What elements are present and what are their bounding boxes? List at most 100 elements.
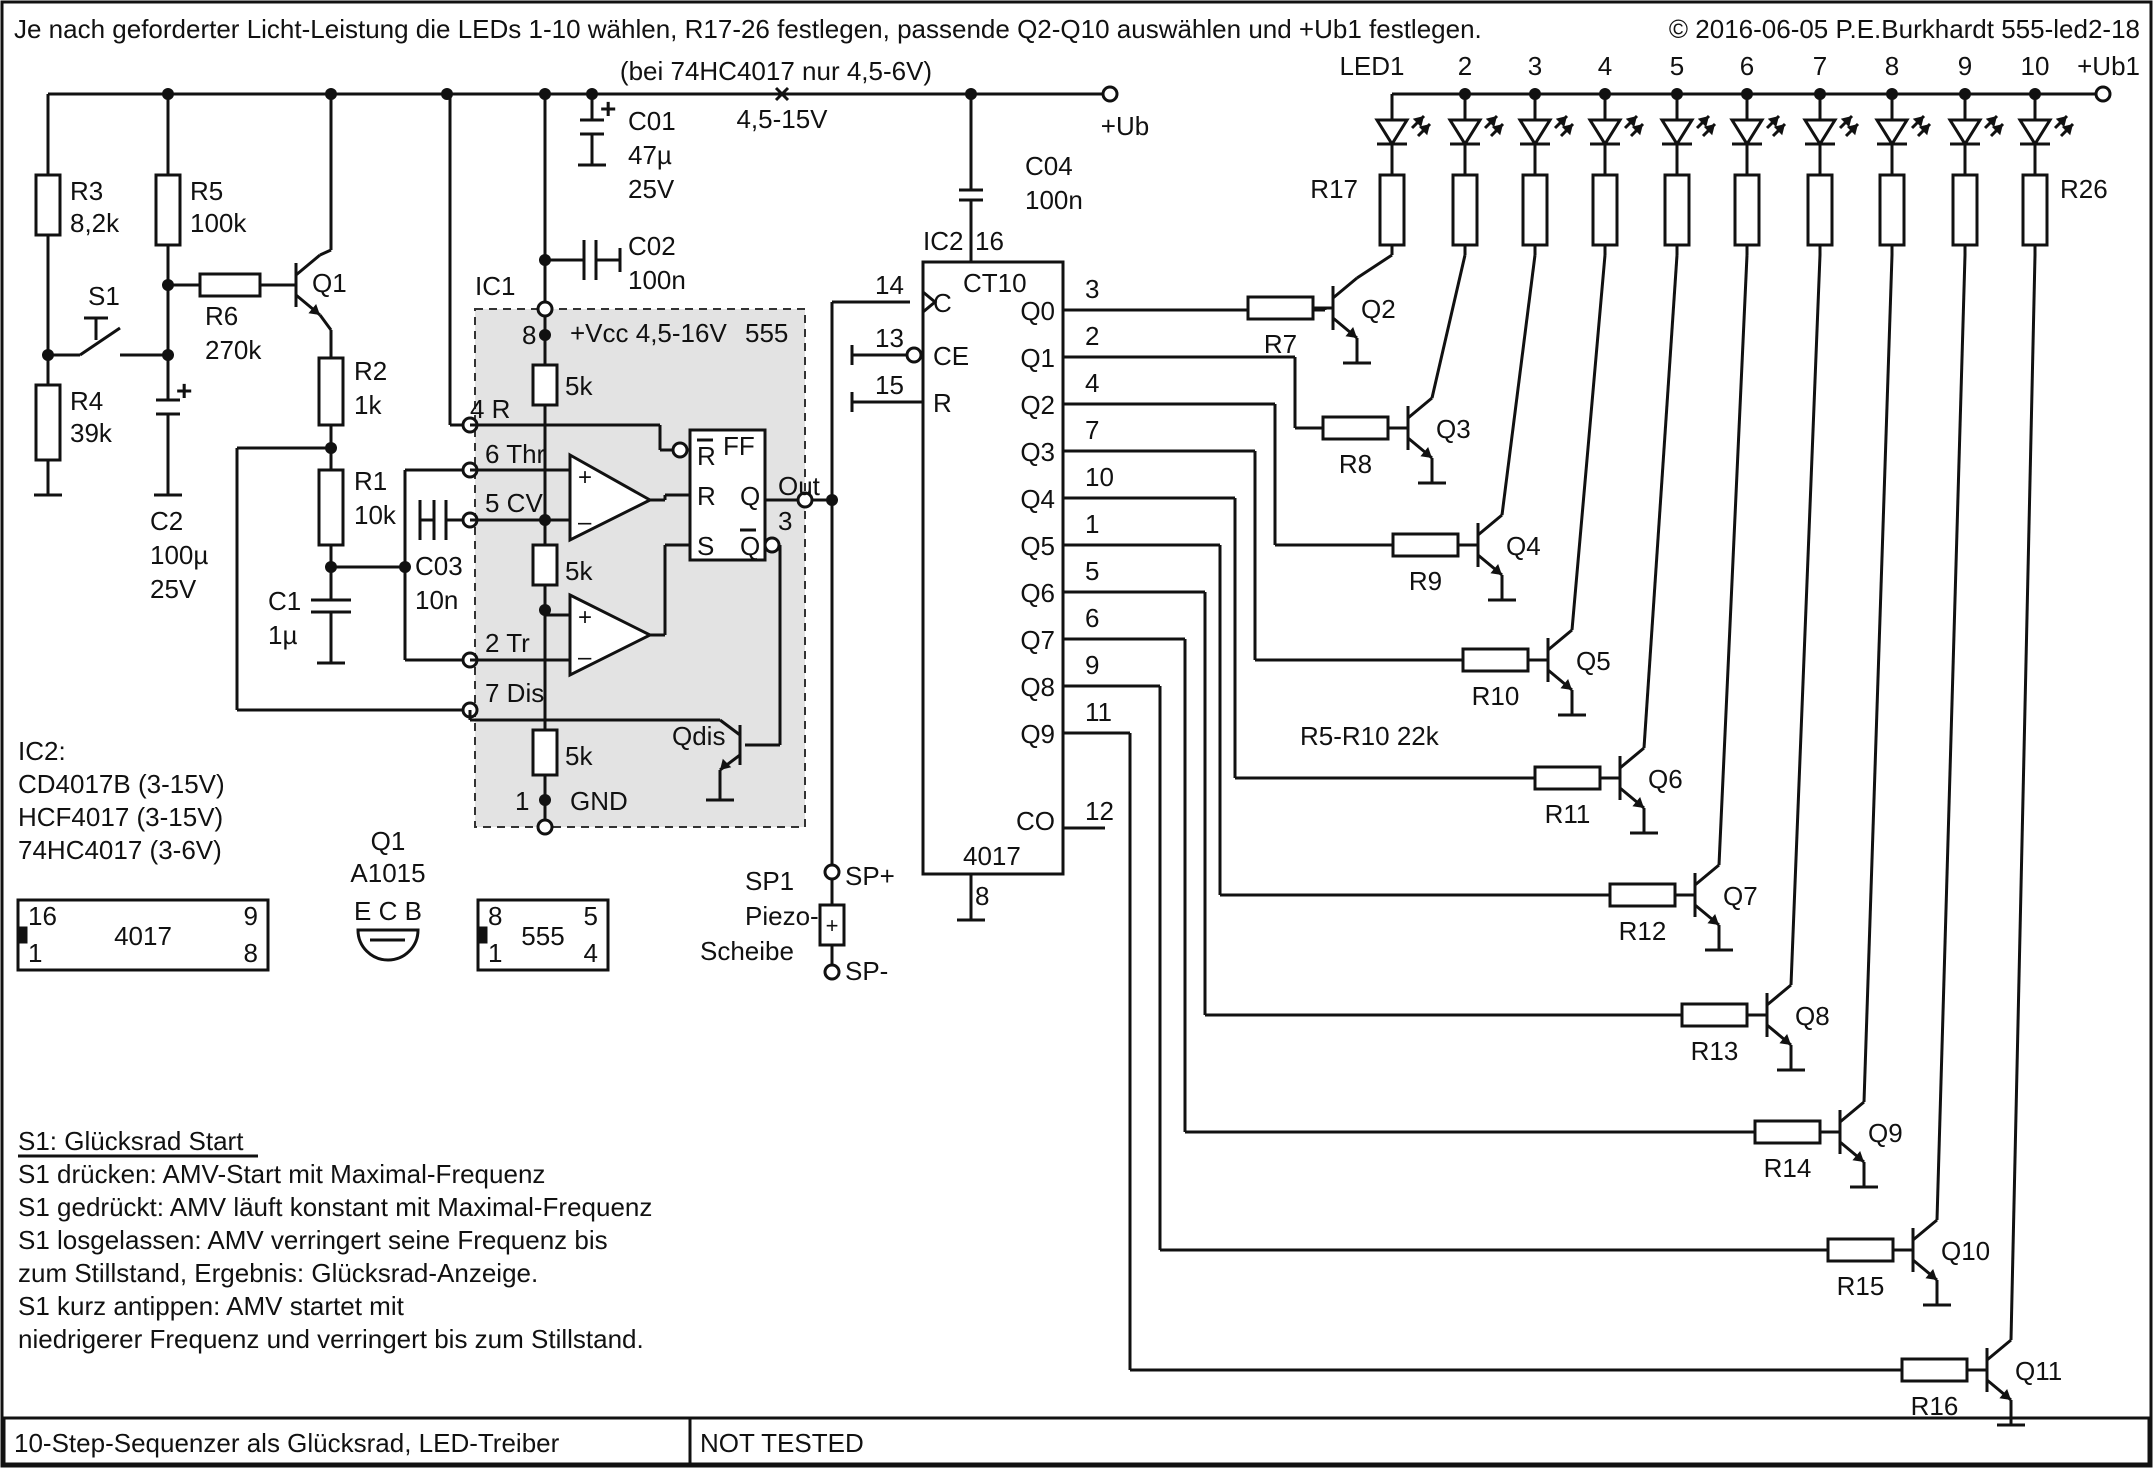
ic1-pin2: 2 Tr	[485, 628, 530, 658]
transistor-arrow	[1918, 124, 1930, 136]
ic1-pin3: 3	[778, 506, 792, 536]
pkg-q1-pins: E C B	[354, 896, 422, 926]
transistor-arrow	[1840, 116, 1852, 128]
r-label: R7	[1264, 329, 1297, 359]
c04-label: C04	[1025, 151, 1073, 181]
wire	[1862, 254, 1894, 1103]
led-4	[1587, 118, 1623, 147]
ic2-out-pin: 11	[1085, 697, 1112, 727]
transistor-q7	[1694, 863, 1720, 887]
q-label: Q10	[1941, 1236, 1990, 1266]
transistor-arrow	[1631, 124, 1643, 136]
transistor-arrow	[1632, 796, 1644, 808]
resistor-r14	[1753, 1119, 1822, 1145]
ff-qbar-inverter	[763, 536, 781, 554]
r5-label: R5	[190, 176, 223, 206]
r-label: R8	[1339, 449, 1372, 479]
ic1-pin1-terminal	[536, 818, 554, 836]
ic1-r1	[531, 363, 559, 407]
note-line: S1: Glücksrad Start	[18, 1126, 244, 1156]
ic2-variant: CD4017B (3-15V)	[18, 769, 225, 799]
pkg-pin: 4	[584, 938, 598, 968]
transistor-arrow	[1697, 116, 1709, 128]
transistor-arrow	[1490, 563, 1502, 575]
transistor-q4	[1477, 513, 1503, 537]
pkg-pin: 1	[28, 938, 42, 968]
note-line: S1 losgelassen: AMV verringert seine Fre…	[18, 1225, 608, 1255]
ic2-out-name: Q7	[1020, 625, 1055, 655]
note-line: S1 drücken: AMV-Start mit Maximal-Freque…	[18, 1159, 545, 1189]
q-label: Q11	[2015, 1356, 2062, 1386]
pkg-pin: 1	[488, 938, 502, 968]
led-label: LED1	[1339, 51, 1404, 81]
transistor-arrow	[1412, 116, 1424, 128]
qdis-label: Qdis	[672, 721, 725, 751]
q-label: Q5	[1576, 646, 1611, 676]
ff-s: S	[697, 531, 714, 561]
transistor-arrow	[1420, 446, 1432, 458]
ic2-in-name: R	[933, 388, 952, 418]
ic2-in-name: CE	[933, 341, 969, 371]
ic1-pin4: 4 R	[470, 394, 510, 424]
transistor-q5	[1547, 628, 1573, 652]
ic2-out-name: Q8	[1020, 672, 1055, 702]
wire	[1642, 254, 1679, 749]
ic2-variant: HCF4017 (3-15V)	[18, 802, 223, 832]
c2-label: C2	[150, 506, 183, 536]
footer-status: NOT TESTED	[700, 1428, 864, 1458]
ic2-variant: IC2:	[18, 736, 66, 766]
led-1	[1374, 118, 1410, 147]
c02-label: C02	[628, 231, 676, 261]
transistor-arrow	[720, 758, 732, 770]
transistor-q9	[1839, 1100, 1865, 1124]
package-to92	[356, 928, 420, 962]
transistor-q11	[1986, 1338, 2012, 1362]
resistor-r20	[1591, 173, 1619, 247]
comp-minus: –	[578, 644, 592, 671]
resistor-r4	[34, 383, 62, 462]
r-label: R9	[1409, 566, 1442, 596]
r-label: R11	[1545, 799, 1591, 829]
ff-r: R	[697, 481, 716, 511]
resistor-r24	[1878, 173, 1906, 247]
resistor-r18	[1451, 173, 1479, 247]
q-label: Q4	[1506, 531, 1541, 561]
ic1-flipflop	[688, 428, 767, 562]
package-notch	[16, 926, 28, 944]
ub1-label: +Ub1	[2077, 51, 2140, 81]
ic1-r3	[531, 728, 559, 777]
c02-label: 100n	[628, 265, 686, 295]
ic2-in-pin: 15	[875, 370, 904, 400]
ic2-out-pin: 3	[1085, 274, 1099, 304]
ub-terminal	[1101, 85, 1119, 103]
r4-label: 39k	[70, 418, 113, 448]
note-line: zum Stillstand, Ergebnis: Glücksrad-Anze…	[18, 1258, 538, 1288]
ic2-pin8: 8	[975, 881, 989, 911]
pkg-q1-type: A1015	[350, 858, 425, 888]
ic2-out-name: Q2	[1020, 390, 1055, 420]
c01-label: C01	[628, 106, 676, 136]
comp-minus: –	[578, 509, 592, 536]
transistor-arrow	[2055, 116, 2067, 128]
q-label: Q6	[1648, 764, 1683, 794]
resistor-r15	[1826, 1237, 1895, 1263]
footer-frame	[2, 1416, 2151, 1466]
transistor-q1	[295, 253, 321, 277]
transistor-arrow	[1625, 116, 1637, 128]
led-label: 2	[1458, 51, 1472, 81]
resistor-r25	[1951, 173, 1979, 247]
led-label: 4	[1598, 51, 1612, 81]
ic1-name: IC1	[475, 271, 515, 301]
q-label: Q3	[1436, 414, 1471, 444]
led-8	[1874, 118, 1910, 147]
ic2-out-pin: 7	[1085, 415, 1099, 445]
q-label: Q7	[1723, 881, 1758, 911]
wire	[1935, 254, 1967, 1221]
resistor-r16	[1900, 1357, 1969, 1383]
led-label: 10	[2021, 51, 2050, 81]
r5-label: 100k	[190, 208, 247, 238]
ic1-r2-label: 5k	[565, 556, 593, 586]
resistor-r5	[154, 173, 182, 247]
ic1-out: Out	[778, 471, 821, 501]
